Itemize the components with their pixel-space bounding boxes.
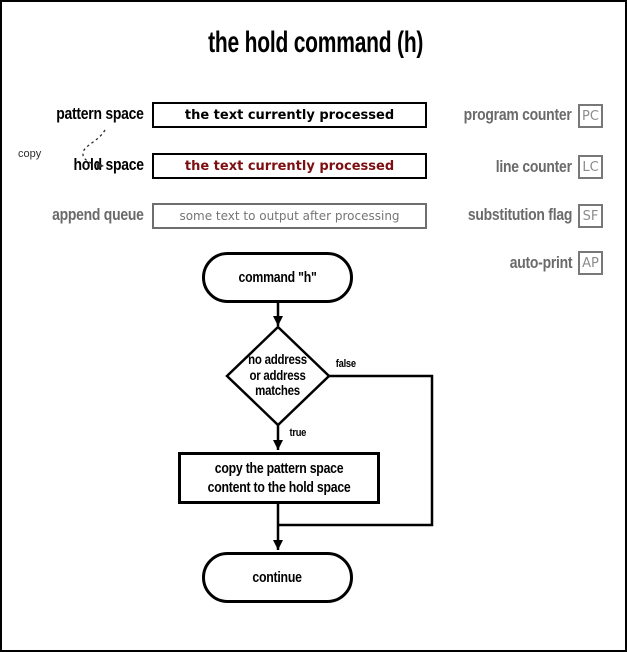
pattern-space-box: the text currently processed [152, 102, 427, 128]
line-counter-label: line counter [495, 157, 572, 176]
substitution-flag-label: substitution flag [467, 205, 572, 224]
pattern-space-value: the text currently processed [184, 107, 395, 123]
append-queue-value: some text to output after processing [179, 209, 400, 223]
flow-end-node: continue [202, 552, 353, 603]
pattern-space-label: pattern space [56, 104, 145, 123]
copy-arrow-label: copy [18, 148, 42, 160]
flow-start-node: command "h" [202, 252, 353, 303]
decision-node-text: no address or address matches [248, 352, 308, 398]
auto-print-box: AP [578, 251, 603, 275]
decision-diamond [225, 325, 331, 427]
copy-dashed-arrow [82, 129, 106, 169]
line-counter-box: LC [578, 155, 603, 179]
append-queue-box: some text to output after processing [152, 203, 427, 229]
page-title: the hold command (h) [207, 26, 424, 59]
false-branch-label: false [335, 358, 356, 370]
program-counter-label: program counter [464, 105, 572, 124]
hold-space-box: the text currently processed [152, 153, 427, 179]
auto-print-label: auto-print [509, 253, 572, 272]
substitution-flag-box: SF [578, 204, 603, 228]
program-counter-box: PC [578, 104, 603, 128]
false-path-line [279, 374, 434, 527]
append-queue-label: append queue [52, 205, 144, 224]
flow-process-node: copy the pattern space content to the ho… [178, 452, 380, 504]
hold-space-value: the text currently processed [184, 158, 395, 174]
true-branch-label: true [289, 427, 307, 439]
hold-space-label: hold space [73, 155, 145, 174]
